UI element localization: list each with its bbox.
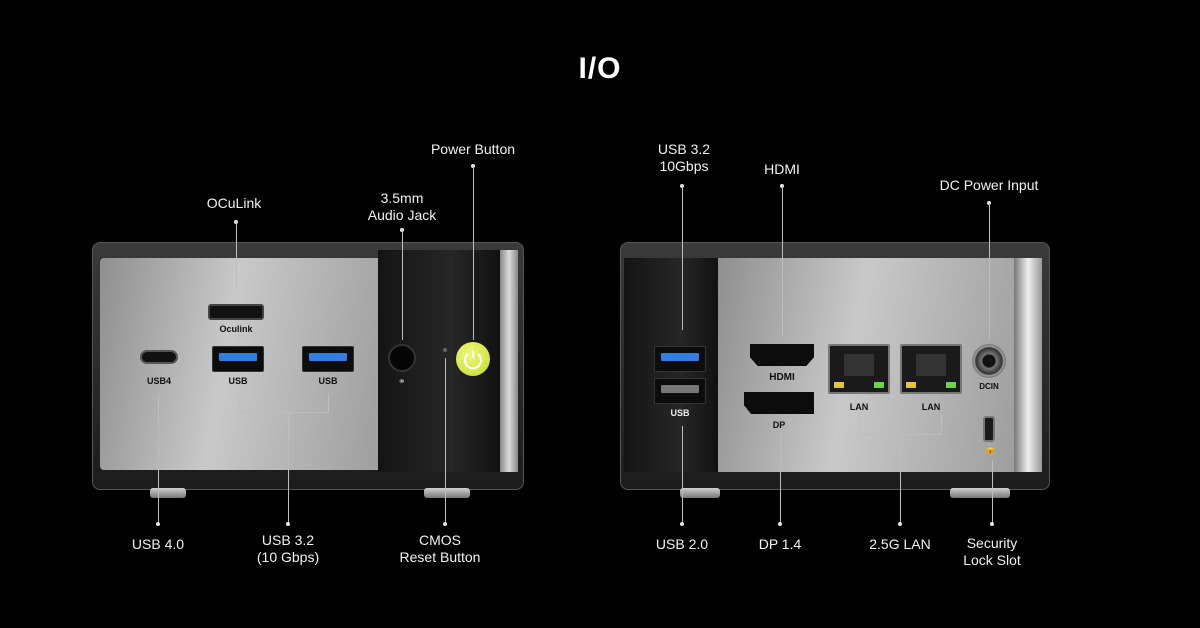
hdmi-callout: HDMI [764,161,800,177]
dp-port-label: DP [772,420,786,430]
dcin-label: DCIN [979,382,999,391]
usb20-leader [682,426,683,524]
usb-a-port-1 [212,346,264,372]
hdmi-port-label: HDMI [769,372,795,383]
cmos-leader [445,358,446,524]
usb4-leader [158,394,159,524]
power-button[interactable] [456,342,490,376]
dc-input-port [972,344,1006,378]
displayport-port [744,392,814,414]
usb-a-port-2 [302,346,354,372]
cmos-callout: CMOS Reset Button [399,532,481,565]
oculink-leader [236,222,237,290]
dc-input-callout: DC Power Input [939,177,1039,193]
front-side-rail [500,250,518,472]
lan-port-1-label: LAN [849,402,869,412]
rear-foot-right [950,488,1010,498]
usb-a-port-1-label: USB [228,376,248,386]
headphone-icon: ⚭ [398,376,406,386]
usb4-port [140,350,178,364]
oculink-port [208,304,264,320]
rear-usb32-callout: USB 3.2 10Gbps [657,141,711,174]
page-title: I/O [578,52,622,85]
audio-jack-callout: 3.5mm Audio Jack [367,190,437,223]
lock-icon: 🔒 [984,444,997,455]
oculink-port-label: Oculink [219,324,253,334]
lan-port-2-label: LAN [921,402,941,412]
usb32-leader [288,412,289,524]
usb32-callout: USB 3.2 (10 Gbps) [256,532,320,565]
dc-input-leader [989,203,990,339]
power-button-leader [473,166,474,340]
power-icon [464,350,482,370]
usb4-port-label: USB4 [146,376,171,386]
rear-side-rail [1014,258,1042,472]
audio-jack-port [388,344,416,372]
hdmi-port [750,344,814,366]
lan-port-1 [828,344,890,394]
dp-leader [780,434,781,524]
front-foot-right [424,488,470,498]
audio-jack-leader [402,230,403,340]
lan-leader [900,434,901,524]
rear-usb-label: USB [670,408,690,418]
usb32-bracket [238,412,329,413]
dp-callout: DP 1.4 [758,536,802,552]
usb-a-port-2-label: USB [318,376,338,386]
usb20-callout: USB 2.0 [655,536,709,552]
hdmi-leader [782,186,783,336]
security-lock-slot [983,416,995,442]
front-foot-left [150,488,186,498]
lock-leader [992,460,993,524]
oculink-callout: OCuLink [206,195,262,211]
rear-usb20-port [654,378,706,404]
usb4-callout: USB 4.0 [131,536,185,552]
lock-callout: Security Lock Slot [963,535,1021,568]
cmos-reset-pinhole [443,348,447,352]
power-button-callout: Power Button [430,141,516,157]
rear-usb32-leader [682,186,683,330]
rear-usb32-port [654,346,706,372]
lan-callout: 2.5G LAN [869,536,931,552]
rear-foot-left [680,488,720,498]
lan-port-2 [900,344,962,394]
